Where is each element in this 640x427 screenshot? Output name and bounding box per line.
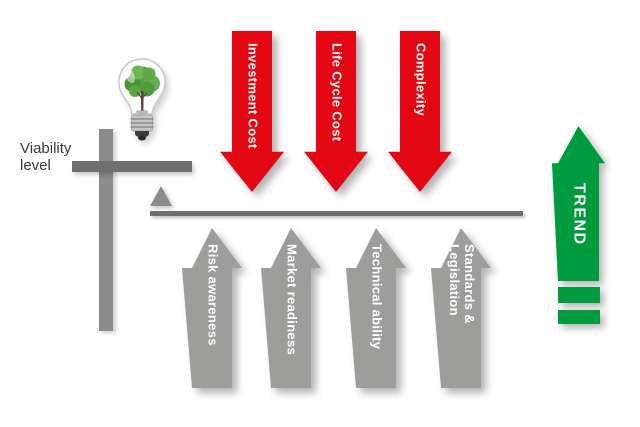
stand-vertical-bar	[99, 129, 113, 331]
up-arrow-standards-legislation: Standards & Legislation	[431, 228, 491, 388]
trend-label: TREND	[570, 183, 588, 246]
balance-beam	[150, 211, 523, 216]
arrow-down-icon: Life Cycle Cost	[304, 31, 368, 192]
up-arrow-risk-awareness: Risk awareness	[182, 228, 242, 388]
down-arrow-investment-cost: Investment Cost	[220, 31, 284, 192]
arrow-up-icon: Standards & Legislation	[431, 228, 491, 388]
trend-underline-bar	[558, 310, 600, 324]
arrow-label: Technical ability	[369, 244, 385, 350]
up-arrow-market-readiness: Market readiness	[261, 228, 321, 388]
trend-underline-bar	[558, 287, 600, 303]
arrow-label: Investment Cost	[245, 43, 261, 149]
arrow-label: Risk awareness	[205, 244, 221, 346]
arrow-label: Life Cycle Cost	[329, 43, 345, 142]
viability-label-line1: Viability	[20, 140, 72, 157]
up-arrow-technical-ability: Technical ability	[346, 228, 406, 388]
arrow-down-icon: Complexity	[388, 31, 452, 192]
stand-horizontal-bar	[72, 161, 192, 172]
down-arrow-complexity: Complexity	[388, 31, 452, 192]
arrow-up-icon: Technical ability	[346, 228, 406, 388]
viability-level-label: Viability level	[20, 140, 71, 174]
lightbulb-icon	[118, 58, 166, 141]
arrow-label: Market readiness	[284, 244, 300, 356]
fulcrum-triangle-icon	[150, 186, 172, 206]
arrow-down-icon: Investment Cost	[220, 31, 284, 192]
trend-arrow-up-icon: TREND	[552, 126, 605, 281]
viability-label-line2: level	[20, 157, 51, 174]
arrow-up-icon: Market readiness	[261, 228, 321, 388]
arrow-label: Standards & Legislation	[447, 244, 477, 324]
trend-arrow: TREND	[552, 126, 605, 324]
arrow-up-icon: Risk awareness	[182, 228, 242, 388]
arrow-label: Complexity	[413, 43, 429, 117]
down-arrow-life-cycle-cost: Life Cycle Cost	[304, 31, 368, 192]
